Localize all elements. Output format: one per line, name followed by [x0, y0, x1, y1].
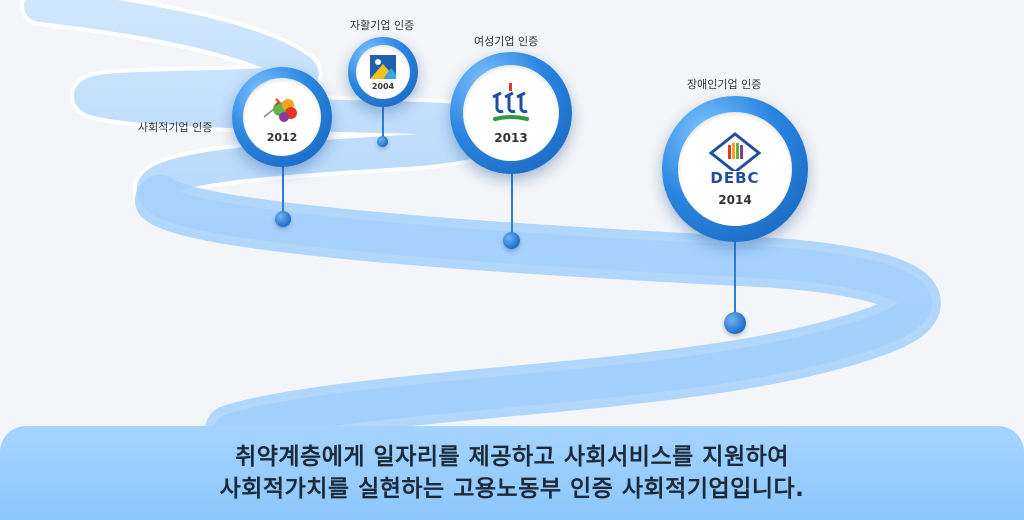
banner-line-1: 취약계층에게 일자리를 제공하고 사회서비스를 지원하여 [235, 444, 789, 470]
cert-badge-disabled: DEBC 2014 [662, 96, 808, 242]
debc-logo-text: DEBC [710, 169, 760, 187]
debc-logo-icon [708, 132, 762, 171]
cert-badge-women: 2013 [450, 52, 572, 174]
cert-year-women: 2013 [494, 131, 528, 145]
cert-badge-self-sufficiency: 2004 [348, 37, 418, 107]
cert-stem-self-sufficiency [382, 104, 384, 140]
cert-stem-disabled [734, 238, 736, 318]
cert-dot-social [275, 211, 291, 227]
cert-dot-disabled [724, 312, 746, 334]
cert-label-social: 사회적기업 인증 [138, 121, 213, 134]
women-enterprise-logo-icon [492, 83, 529, 121]
self-sufficiency-enterprise-logo-icon [370, 54, 396, 79]
cert-label-women: 여성기업 인증 [474, 35, 539, 48]
cert-badge-social: 2012 [232, 67, 332, 167]
cert-stem-social [282, 150, 284, 218]
mission-banner: 취약계층에게 일자리를 제공하고 사회서비스를 지원하여 사회적가치를 실현하는… [0, 426, 1024, 520]
cert-year-social: 2012 [266, 130, 298, 144]
banner-line-2: 사회적가치를 실현하는 고용노동부 인증 사회적기업입니다. [219, 476, 805, 502]
social-enterprise-logo-icon [263, 97, 297, 122]
cert-label-disabled: 장애인기업 인증 [687, 78, 762, 91]
cert-stem-women [511, 170, 513, 236]
cert-dot-women [503, 232, 520, 249]
cert-dot-self-sufficiency [377, 136, 388, 147]
cert-year-disabled: 2014 [718, 193, 752, 207]
cert-label-self-sufficiency: 자활기업 인증 [350, 19, 415, 32]
cert-year-self-sufficiency: 2004 [371, 81, 395, 91]
